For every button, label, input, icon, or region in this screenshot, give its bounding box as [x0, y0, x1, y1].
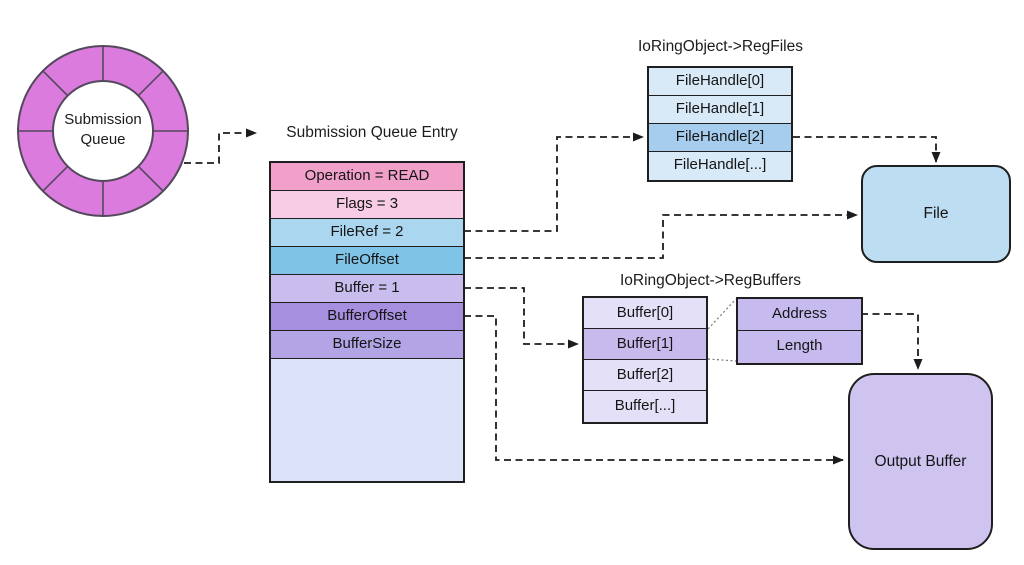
buffer-detail-row-length: Length — [738, 331, 861, 363]
file-box: File — [861, 165, 1011, 263]
regfiles-row-1: FileHandle[1] — [649, 96, 791, 124]
regbuffers-row-1-highlighted: Buffer[1] — [584, 329, 706, 360]
callout-line-buffer1-bottom — [707, 358, 737, 362]
output-buffer-box-label: Output Buffer — [874, 452, 967, 470]
sqe-row-fileref: FileRef = 2 — [271, 219, 463, 247]
arrow-fileref-to-filehandle2 — [464, 132, 644, 232]
sqe-title: Submission Queue Entry — [286, 124, 458, 141]
submission-queue-ring-label: Submission Queue — [64, 111, 142, 149]
arrow-address-to-output-buffer — [861, 313, 923, 370]
regbuffers-row-0: Buffer[0] — [584, 298, 706, 329]
sqe-table: Operation = READ Flags = 3 FileRef = 2 F… — [269, 161, 465, 483]
submission-queue-ring — [17, 45, 189, 217]
output-buffer-box: Output Buffer — [848, 373, 993, 550]
buffer-detail-row-address: Address — [738, 299, 861, 331]
arrow-ring-to-sqe-title — [184, 128, 257, 164]
regbuffers-row-2: Buffer[2] — [584, 360, 706, 391]
arrow-buffer-to-buffer1 — [464, 287, 579, 349]
sqe-row-flags: Flags = 3 — [271, 191, 463, 219]
callout-line-buffer1-top — [707, 298, 737, 330]
regfiles-table: FileHandle[0] FileHandle[1] FileHandle[2… — [647, 66, 793, 182]
sqe-row-unused-space — [271, 359, 463, 481]
regbuffers-table: Buffer[0] Buffer[1] Buffer[2] Buffer[...… — [582, 296, 708, 424]
ring-segment-dividers — [18, 46, 188, 216]
regbuffers-row-etc: Buffer[...] — [584, 391, 706, 422]
regfiles-row-0: FileHandle[0] — [649, 68, 791, 96]
regfiles-row-2-highlighted: FileHandle[2] — [649, 124, 791, 152]
regfiles-title: IoRingObject->RegFiles — [638, 38, 803, 55]
sqe-row-fileoffset: FileOffset — [271, 247, 463, 275]
regfiles-row-etc: FileHandle[...] — [649, 152, 791, 180]
buffer-detail-table: Address Length — [736, 297, 863, 365]
file-box-label: File — [923, 205, 949, 222]
sqe-row-bufferoffset: BufferOffset — [271, 303, 463, 331]
arrow-filehandle2-to-file — [793, 136, 941, 163]
arrow-bufferoffset-to-output-buffer — [464, 315, 844, 465]
sqe-row-buffer: Buffer = 1 — [271, 275, 463, 303]
sqe-row-buffersize: BufferSize — [271, 331, 463, 359]
arrow-fileoffset-to-file — [464, 210, 858, 259]
regbuffers-title: IoRingObject->RegBuffers — [619, 272, 802, 289]
sqe-row-operation: Operation = READ — [271, 163, 463, 191]
